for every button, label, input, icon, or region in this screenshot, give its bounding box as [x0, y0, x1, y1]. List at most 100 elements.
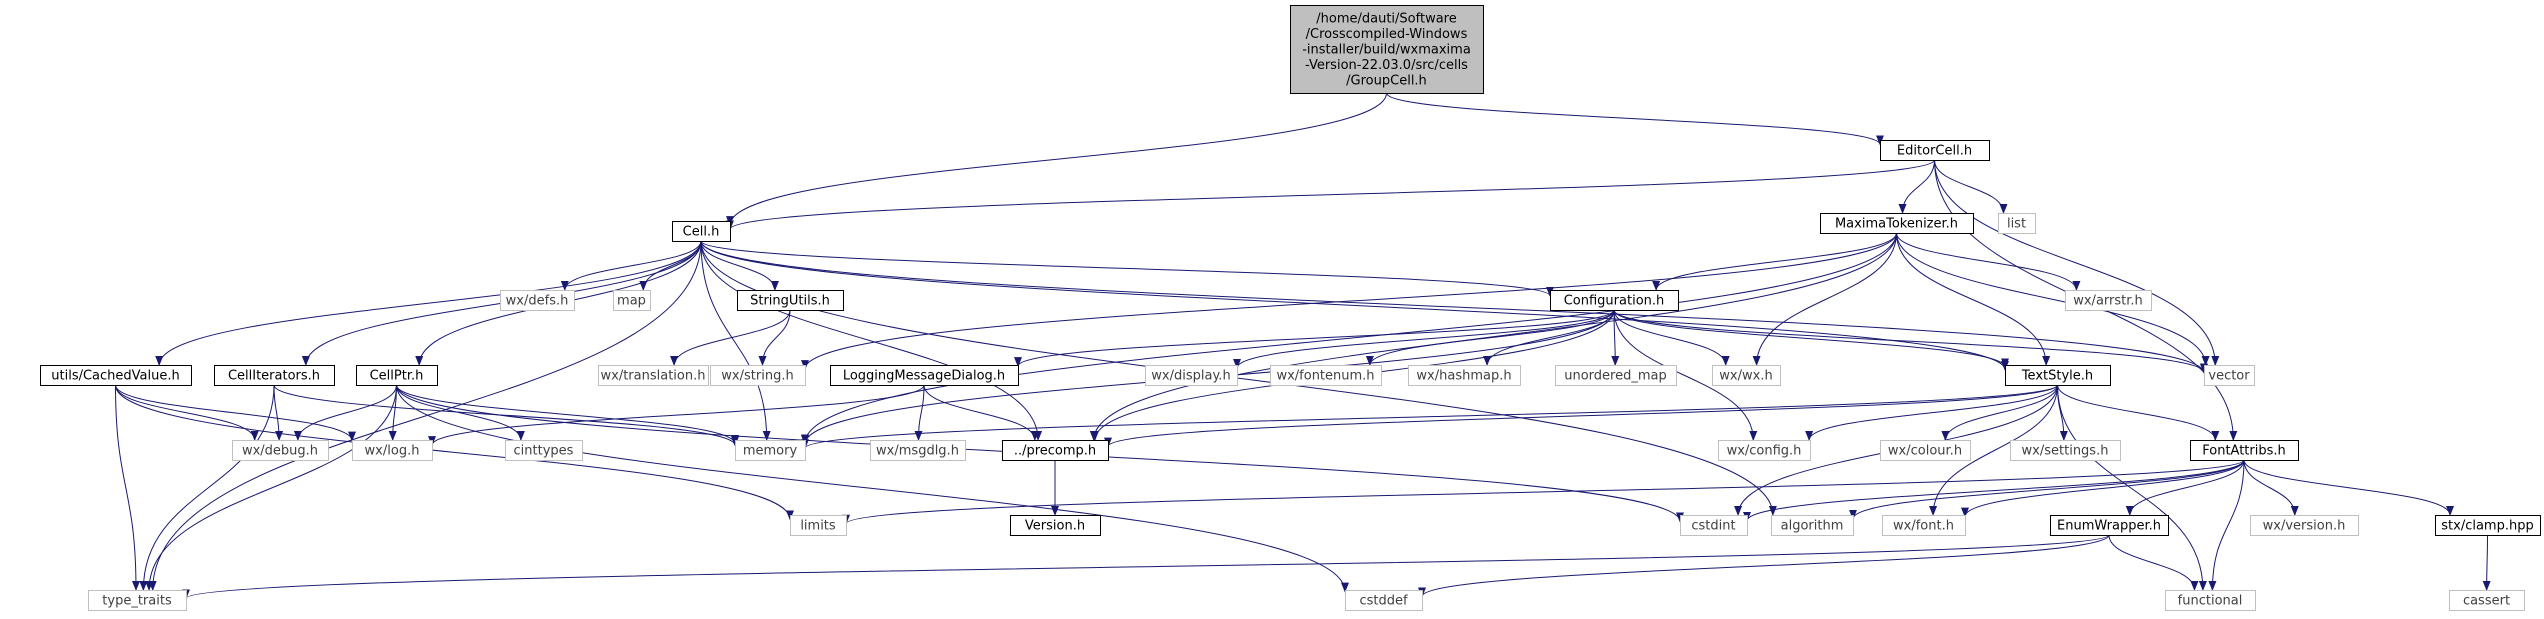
node-label: wx/log.h: [365, 444, 420, 459]
node-label: stx/clamp.hpp: [2441, 519, 2533, 534]
edge-maximatok-to-configuration: [1652, 232, 1897, 291]
node-box: [1820, 213, 1974, 234]
edge-configuration-to-wxdisplay: [1233, 309, 1615, 369]
node-typetraits[interactable]: type_traits: [88, 590, 187, 611]
node-label: ../precomp.h: [1014, 444, 1096, 459]
node-stxclamp[interactable]: stx/clamp.hpp: [2435, 515, 2541, 536]
node-cassert[interactable]: cassert: [2449, 590, 2525, 611]
node-box: [2050, 515, 2169, 536]
node-box: [1408, 365, 1521, 386]
edge-editorcell-to-maximatok: [1898, 159, 1935, 214]
node-box: [2005, 365, 2111, 386]
node-label: map: [617, 294, 646, 309]
node-label: functional: [2178, 594, 2243, 609]
node-box: [1882, 515, 1966, 536]
node-label: Cell.h: [683, 225, 720, 240]
node-label: limits: [800, 519, 836, 534]
node-label: wx/arrstr.h: [2073, 294, 2143, 309]
node-configuration[interactable]: Configuration.h: [1550, 290, 1679, 311]
node-box: [613, 290, 651, 311]
node-fontattribs[interactable]: FontAttribs.h: [2190, 440, 2299, 461]
node-wxstring[interactable]: wx/string.h: [710, 365, 806, 386]
node-wxdisplay[interactable]: wx/display.h: [1145, 365, 1238, 386]
node-editorcell[interactable]: EditorCell.h: [1880, 140, 1990, 161]
edge-maximatok-to-wxstring: [801, 232, 1897, 371]
node-precomp[interactable]: ../precomp.h: [1002, 440, 1109, 461]
node-cinttypes[interactable]: cinttypes: [505, 440, 583, 461]
node-label: wx/translation.h: [601, 369, 706, 384]
node-label: type_traits: [102, 594, 172, 609]
node-label: wx/colour.h: [1888, 444, 1962, 459]
edge-cell-to-vector: [700, 240, 2208, 374]
node-wxfontenum[interactable]: wx/fontenum.h: [1270, 365, 1382, 386]
node-wxmsgdlg[interactable]: wx/msgdlg.h: [870, 440, 966, 461]
edge-fontattribs-to-functional: [2208, 459, 2245, 591]
edge-cellptr-to-wxdebug: [293, 384, 397, 441]
node-version[interactable]: Version.h: [1010, 515, 1101, 536]
node-algorithm[interactable]: algorithm: [1771, 515, 1854, 536]
edge-cell-to-precomp: [700, 240, 1043, 441]
node-box: [1145, 365, 1238, 386]
node-wxtranslation[interactable]: wx/translation.h: [598, 365, 709, 386]
node-label: unordered_map: [1564, 369, 1667, 384]
edge-fontattribs-to-cstdint: [1743, 459, 2245, 522]
node-celliterators[interactable]: CellIterators.h: [214, 365, 335, 386]
node-label: wx/wx.h: [1719, 369, 1772, 384]
node-memory[interactable]: memory: [735, 440, 806, 461]
node-main[interactable]: /home/dauti/Software/Crosscompiled-Windo…: [1290, 5, 1484, 94]
node-label: vector: [2208, 369, 2250, 384]
node-box: [735, 440, 806, 461]
node-cell[interactable]: Cell.h: [672, 221, 731, 242]
node-wxlog[interactable]: wx/log.h: [352, 440, 433, 461]
edge-textstyle-to-memory: [801, 384, 2058, 450]
edge-enumwrapper-to-functional: [2108, 534, 2199, 591]
node-wxsettings[interactable]: wx/settings.h: [2010, 440, 2121, 461]
node-box: [2435, 515, 2541, 536]
node-wxversion[interactable]: wx/version.h: [2250, 515, 2359, 536]
node-box: [1771, 515, 1854, 536]
node-box: [2250, 515, 2359, 536]
node-box: [2190, 440, 2299, 461]
node-label: CellPtr.h: [370, 369, 424, 384]
node-box: [672, 221, 731, 242]
node-cstddef[interactable]: cstddef: [1345, 590, 1423, 611]
node-map[interactable]: map: [613, 290, 651, 311]
edge-configuration-to-vector: [1613, 309, 2208, 374]
node-wxdebug[interactable]: wx/debug.h: [232, 440, 329, 461]
edge-main-to-cell: [726, 92, 1387, 227]
node-limits[interactable]: limits: [790, 515, 847, 536]
edge-fontattribs-to-limits: [842, 459, 2245, 525]
node-label: wx/hashmap.h: [1416, 369, 1511, 384]
edge-maximatok-to-textstyle: [1896, 232, 2051, 366]
edge-fontattribs-to-algorithm: [1849, 459, 2245, 520]
node-loggingdlg[interactable]: LoggingMessageDialog.h: [830, 365, 1019, 386]
edge-maximatok-to-wxarrstr: [1896, 232, 2081, 291]
node-unorderedmap[interactable]: unordered_map: [1555, 365, 1677, 386]
node-label: MaximaTokenizer.h: [1835, 217, 1958, 232]
node-list[interactable]: list: [1998, 213, 2036, 234]
node-box: [214, 365, 335, 386]
edge-cell-to-typetraits: [148, 240, 702, 591]
edge-celliterators-to-typetraits: [139, 384, 275, 591]
edge-loggingdlg-to-wxlog: [428, 384, 925, 447]
node-wxhashmap[interactable]: wx/hashmap.h: [1408, 365, 1521, 386]
node-textstyle[interactable]: TextStyle.h: [2005, 365, 2111, 386]
node-wxarrstr[interactable]: wx/arrstr.h: [2065, 290, 2152, 311]
node-wxdefs[interactable]: wx/defs.h: [500, 290, 575, 311]
node-stringutils[interactable]: StringUtils.h: [737, 290, 844, 311]
node-cachedvalue[interactable]: utils/CachedValue.h: [40, 365, 192, 386]
node-wxconfig[interactable]: wx/config.h: [1718, 440, 1811, 461]
node-wxfont[interactable]: wx/font.h: [1882, 515, 1966, 536]
node-wxcolour[interactable]: wx/colour.h: [1880, 440, 1971, 461]
node-box: [790, 515, 847, 536]
node-vector[interactable]: vector: [2204, 365, 2255, 386]
node-wxwx[interactable]: wx/wx.h: [1712, 365, 1781, 386]
node-cstdint[interactable]: cstdint: [1680, 515, 1748, 536]
node-cellptr[interactable]: CellPtr.h: [356, 365, 438, 386]
node-functional[interactable]: functional: [2165, 590, 2256, 611]
node-maximatok[interactable]: MaximaTokenizer.h: [1820, 213, 1974, 234]
node-box: [830, 365, 1019, 386]
edge-cell-to-textstyle: [700, 240, 2009, 371]
node-enumwrapper[interactable]: EnumWrapper.h: [2050, 515, 2169, 536]
node-box: [88, 590, 187, 611]
